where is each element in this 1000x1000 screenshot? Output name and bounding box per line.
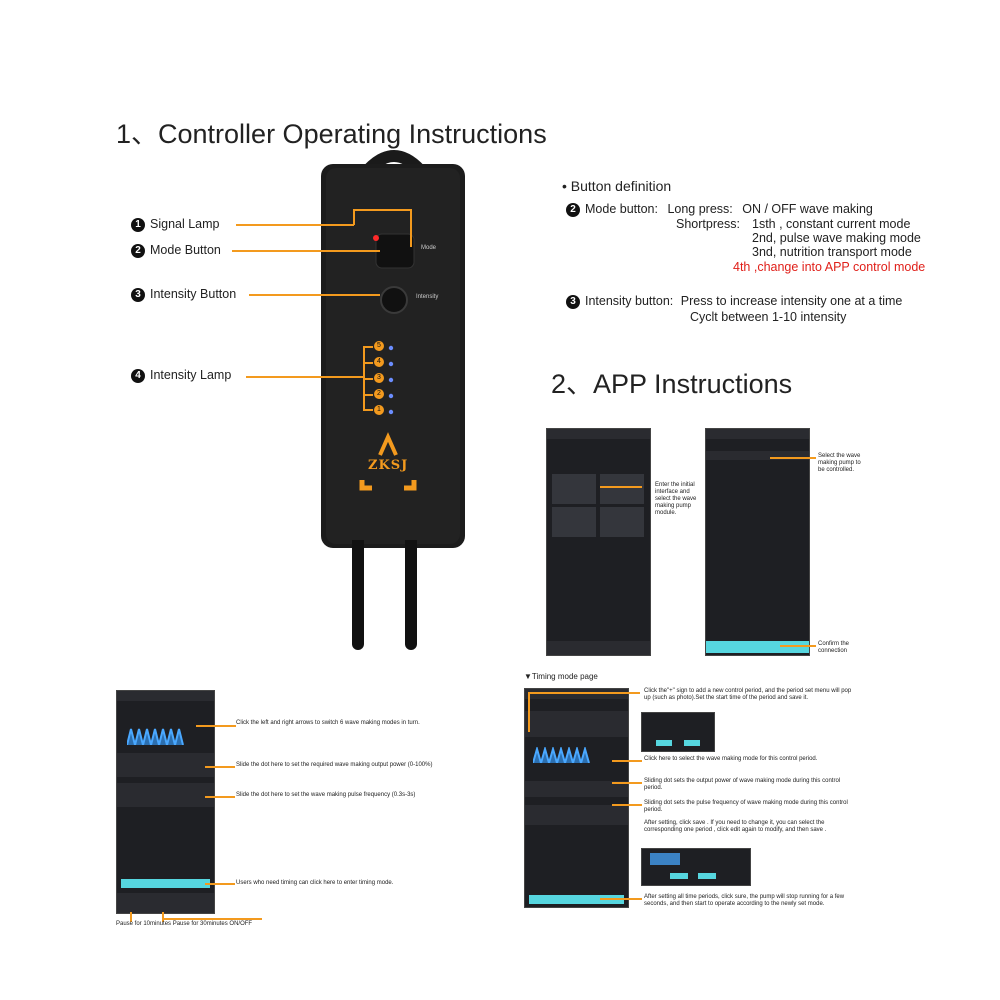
period-popup — [641, 712, 715, 752]
pulse-slider[interactable] — [525, 805, 628, 825]
note-timing-after: After setting, click save . If you need … — [644, 820, 827, 833]
lamp-number-column: 5 4 3 2 1 — [374, 341, 386, 415]
intensity-definition-2: Cyclt between 1-10 intensity — [690, 310, 847, 324]
short-press-1: 1sth , constant current mode — [752, 217, 911, 231]
leader-line — [612, 804, 642, 806]
leader-line — [410, 209, 412, 247]
popup-save-button[interactable] — [656, 740, 672, 746]
leader-line — [205, 883, 235, 885]
leader-line — [246, 376, 364, 378]
cable-left — [352, 540, 364, 650]
leader-line — [363, 362, 373, 364]
section1-title: 1、Controller Operating Instructions — [116, 119, 547, 149]
leader-line — [353, 209, 355, 225]
lamp-number: 1 — [374, 405, 384, 415]
note-timing-mode: Click here to select the wave making mod… — [644, 756, 818, 762]
module-tile[interactable] — [552, 474, 596, 504]
leader-line — [236, 224, 354, 226]
leader-line — [205, 766, 235, 768]
note-select-device: Select the wave making pump to be contro… — [818, 453, 861, 473]
device-mode-text: Mode — [421, 245, 437, 251]
wave-mode-graphic — [127, 728, 184, 745]
device-brand-logo: ZKSJ — [368, 458, 409, 473]
short-press-label: Shortpress: — [676, 217, 740, 231]
power-slider[interactable] — [117, 753, 214, 777]
leader-line — [612, 760, 642, 762]
cable-right — [405, 540, 417, 650]
period-row[interactable] — [525, 711, 628, 737]
note-confirm: Confirm the connection — [818, 641, 850, 654]
short-press-2: 2nd, pulse wave making mode — [752, 231, 921, 245]
phone-main-control — [116, 690, 215, 914]
module-tile[interactable] — [552, 507, 596, 537]
leader-line — [196, 725, 236, 727]
confirm-button[interactable] — [706, 641, 809, 653]
leader-line — [363, 409, 373, 411]
leader-line — [232, 250, 380, 252]
note-bottom-buttons: Pause for 10minutes Pause for 30minutes … — [116, 921, 253, 927]
lamp-number: 5 — [374, 341, 384, 351]
leader-line — [249, 294, 380, 296]
leader-line — [528, 692, 530, 732]
timing-button[interactable] — [121, 879, 210, 888]
note-timing-power: Sliding dot sets the output power of wav… — [644, 778, 841, 791]
note-timing-add: Click the"+" sign to add a new control p… — [644, 688, 852, 701]
section2-title: 2、APP Instructions — [551, 369, 793, 399]
popup-edit-button[interactable] — [698, 873, 716, 879]
power-slider[interactable] — [525, 781, 628, 797]
note-pulse: Slide the dot here to set the wave makin… — [236, 792, 416, 798]
note-enter-initial: Enter the initial interface and select t… — [655, 482, 697, 516]
phone-initial-interface — [546, 428, 651, 656]
lamp-number: 4 — [374, 357, 384, 367]
leader-line — [600, 486, 642, 488]
period-edit-popup — [641, 848, 751, 886]
phone-select-device — [705, 428, 810, 656]
note-timing-pulse: Sliding dot sets the pulse frequency of … — [644, 800, 848, 813]
module-tile[interactable] — [600, 474, 644, 504]
leader-line — [612, 782, 642, 784]
device-intensity-text: Intensity — [416, 294, 439, 300]
leader-line — [363, 346, 373, 348]
leader-line — [780, 645, 816, 647]
pulse-slider[interactable] — [117, 783, 214, 807]
controller-device — [318, 148, 470, 548]
leader-line — [162, 918, 262, 920]
popup-save-button[interactable] — [670, 873, 688, 879]
leader-line — [205, 796, 235, 798]
popup-cancel-button[interactable] — [684, 740, 700, 746]
note-arrows: Click the left and right arrows to switc… — [236, 720, 420, 726]
leader-line — [130, 912, 132, 922]
timing-mode-title: ▼Timing mode page — [524, 672, 598, 681]
phone-timing-mode — [524, 688, 629, 908]
button-definition-heading: • Button definition — [562, 178, 672, 194]
short-press-4: 4th ,change into APP control mode — [733, 260, 926, 274]
leader-line — [162, 912, 164, 922]
leader-line — [770, 457, 816, 459]
short-press-3: 3nd, nutrition transport mode — [752, 245, 912, 259]
device-row[interactable] — [706, 451, 809, 460]
note-power: Slide the dot here to set the required w… — [236, 762, 433, 768]
leader-line — [353, 209, 411, 211]
leader-line — [363, 378, 373, 380]
leader-line — [528, 692, 640, 694]
wave-mode-graphic — [533, 747, 590, 763]
note-timing-final: After setting all time periods, click su… — [644, 894, 845, 907]
lamp-number: 3 — [374, 373, 384, 383]
leader-line — [600, 898, 642, 900]
leader-line — [363, 394, 373, 396]
note-timing: Users who need timing can click here to … — [236, 880, 394, 886]
sure-button[interactable] — [529, 895, 624, 904]
module-tile[interactable] — [600, 507, 644, 537]
lamp-number: 2 — [374, 389, 384, 399]
